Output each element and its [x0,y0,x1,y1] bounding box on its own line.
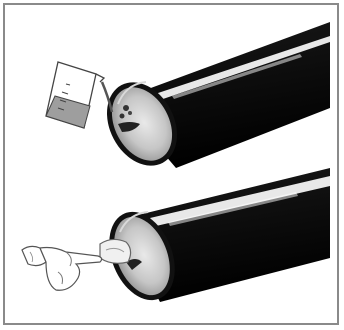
panel-wipe [22,168,330,310]
measuring-beaker-icon [46,62,104,128]
panel-pour [46,22,330,178]
pipe-top [93,22,330,178]
gloved-hand-icon [22,246,102,290]
cleaning-cloth-icon [100,239,131,263]
pipe-bottom [97,168,330,310]
droplet-icon [123,105,129,111]
